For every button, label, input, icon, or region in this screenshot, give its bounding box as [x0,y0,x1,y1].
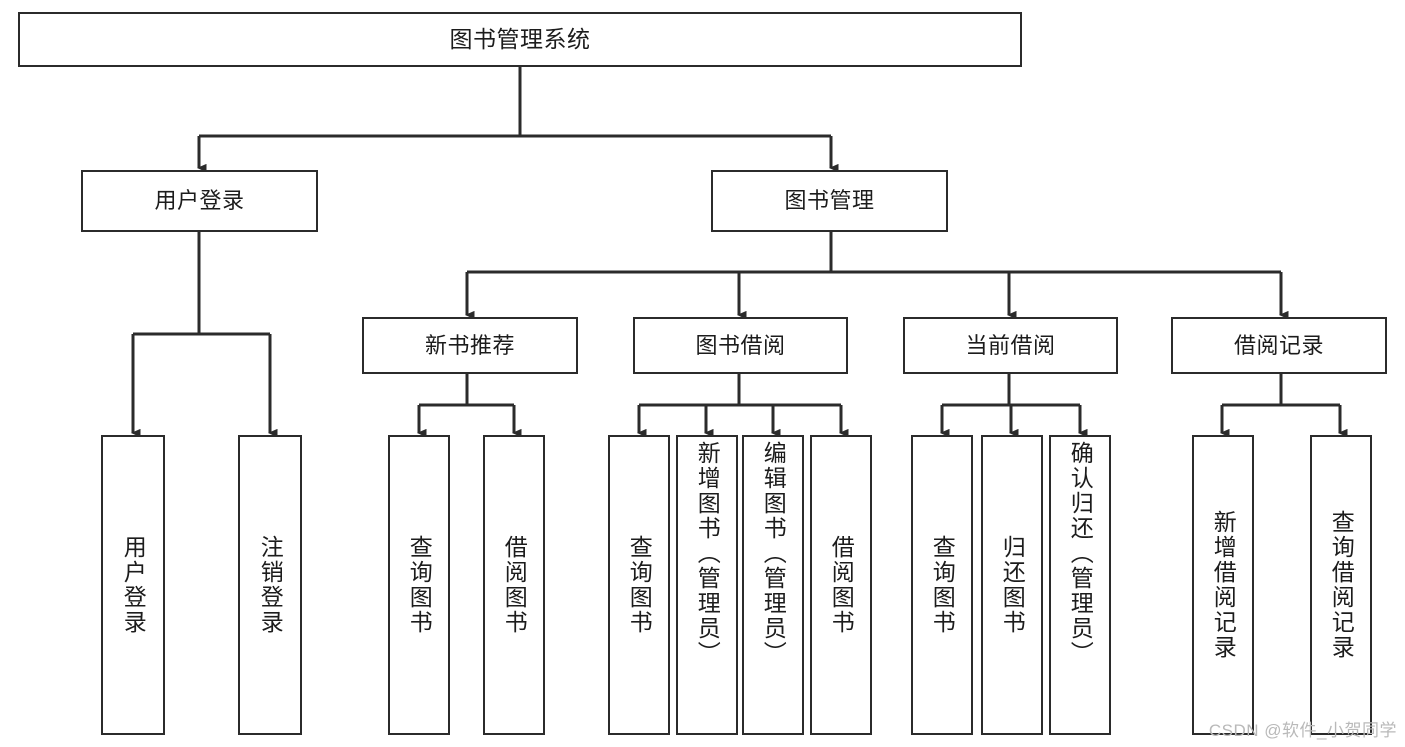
node-new-book-recommend-label: 新书推荐 [424,332,515,358]
node-leaf-query-book-borrow-label: 查询图书 [626,535,653,635]
node-user-login-label: 用户登录 [154,188,245,214]
node-book-manage[interactable]: 图书管理 [711,170,948,232]
node-leaf-logout-label: 注销登录 [257,535,284,635]
node-root-system-label: 图书管理系统 [449,25,591,52]
node-leaf-query-borrow-record[interactable]: 查询借阅记录 [1310,435,1372,735]
node-user-login[interactable]: 用户登录 [81,170,318,232]
node-leaf-user-login[interactable]: 用户登录 [101,435,165,735]
node-current-borrow[interactable]: 当前借阅 [903,317,1118,374]
node-borrow-record-label: 借阅记录 [1233,332,1324,358]
node-leaf-query-book-borrow[interactable]: 查询图书 [608,435,670,735]
node-leaf-borrow-book-recommend-label: 借阅图书 [501,535,528,635]
csdn-watermark: CSDN @软件_小贺同学 [1208,721,1397,740]
node-leaf-query-borrow-record-label: 查询借阅记录 [1328,510,1355,660]
node-new-book-recommend[interactable]: 新书推荐 [362,317,578,374]
node-leaf-borrow-book[interactable]: 借阅图书 [810,435,872,735]
node-book-borrow[interactable]: 图书借阅 [633,317,848,374]
node-current-borrow-label: 当前借阅 [965,332,1056,358]
node-leaf-user-login-label: 用户登录 [120,535,147,635]
node-leaf-logout[interactable]: 注销登录 [238,435,302,735]
node-leaf-confirm-return[interactable]: 确认归还（管理员） [1049,435,1111,735]
node-leaf-confirm-return-label: 确认归还（管理员） [1067,441,1094,666]
node-leaf-edit-book[interactable]: 编辑图书（管理员） [742,435,804,735]
node-leaf-query-book-recommend-label: 查询图书 [406,535,433,635]
node-leaf-edit-book-label: 编辑图书（管理员） [760,441,787,666]
node-borrow-record[interactable]: 借阅记录 [1171,317,1387,374]
node-leaf-return-book-label: 归还图书 [999,535,1026,635]
node-leaf-add-book[interactable]: 新增图书（管理员） [676,435,738,735]
node-leaf-borrow-book-label: 借阅图书 [828,535,855,635]
node-leaf-borrow-book-recommend[interactable]: 借阅图书 [483,435,545,735]
node-leaf-add-borrow-record-label: 新增借阅记录 [1210,510,1237,660]
node-book-manage-label: 图书管理 [784,188,875,214]
node-leaf-query-book-current-label: 查询图书 [929,535,956,635]
node-leaf-return-book[interactable]: 归还图书 [981,435,1043,735]
node-book-borrow-label: 图书借阅 [695,332,786,358]
node-leaf-query-book-current[interactable]: 查询图书 [911,435,973,735]
node-leaf-add-book-label: 新增图书（管理员） [694,441,721,666]
node-leaf-query-book-recommend[interactable]: 查询图书 [388,435,450,735]
node-root-system[interactable]: 图书管理系统 [18,12,1022,67]
node-leaf-add-borrow-record[interactable]: 新增借阅记录 [1192,435,1254,735]
